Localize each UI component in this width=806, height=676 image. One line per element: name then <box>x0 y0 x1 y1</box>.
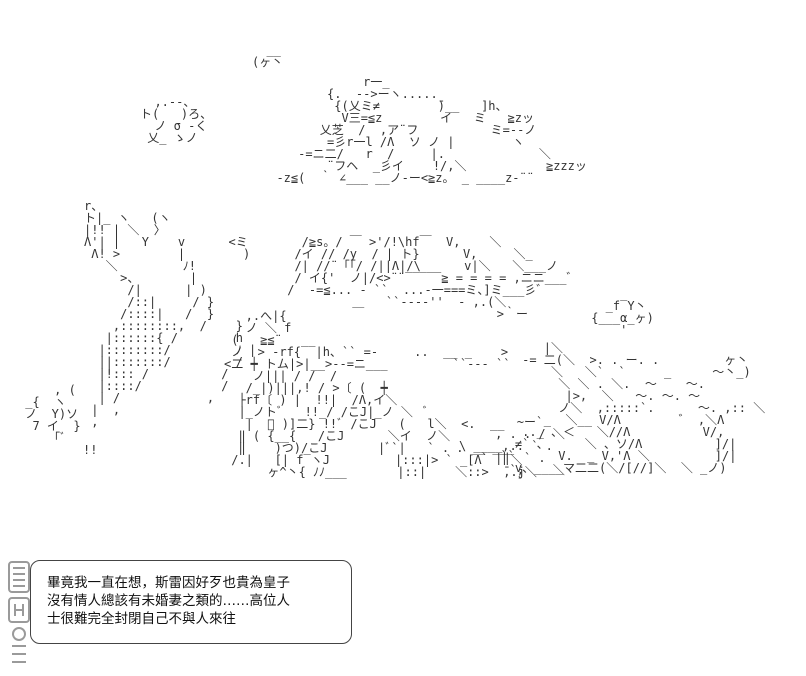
art-fragment-right-branches: |＼ -= 二(＼ >. . ー. . ヶ丶 ＼ ＼` ` ～丶_) ＼ ＼ .… <box>500 341 766 475</box>
speech-bubble: 畢竟我一直在想，斯雷因好歹也貴為皇子 沒有情人總該有未婚妻之類的……高位人 士很… <box>30 560 352 644</box>
art-fragment-right-face: _f‾Y丶 {__ α ヶ) ‾ ‾'‾ <box>591 299 654 337</box>
art-fragment-face-left: ,.‐‐、 ト( )ろ、 ノ σ -く 乂_ ゝノ <box>140 95 213 145</box>
art-fragment-left-trunk: r、 ト|_ ヽ (ヽ |!! | ＼ 〉 Λ'| | Y v <ミ Λ! > … <box>84 199 257 429</box>
art-fragment-center-mid: /≧s。/ ￣ >'/!\hf￣ V, ＼ /イ // /y / | ト} V,… <box>287 235 579 321</box>
art-fragment-center-top: r一_ {. ‐‐>ーヽ..... {(乂ミ≠ ̄)__ ]h、 V三=≦z イ… <box>276 75 587 185</box>
art-fragment-center-bottom-mark: ~ー` , . . / ＼ \ ____,.. ` . ` |‖ ` . `, … <box>458 415 565 489</box>
watermark-logo-icon <box>8 561 30 663</box>
art-fragment-far-left: , ( _{ ヽ ノ Y)ソ 7 イ } ｢ﾞ !! <box>25 383 98 457</box>
dialogue-line-3: 士很難完全封閉自己不與人來往 <box>47 611 236 627</box>
dialogue-line-1: 畢竟我一直在想，斯雷因好歹也貴為皇子 <box>47 575 290 591</box>
art-fragment-body: ,.へ|{ ノ ＼ f ( ≧≦¨ ノ > ‐rf{‾‾|h、`` =‐ .. … <box>224 309 537 479</box>
dialogue-line-2: 沒有情人總該有未婚妻之類的……高位人 <box>47 593 290 609</box>
site-watermark <box>4 560 34 670</box>
art-fragment-top: __ (ヶ丶 <box>252 43 284 69</box>
